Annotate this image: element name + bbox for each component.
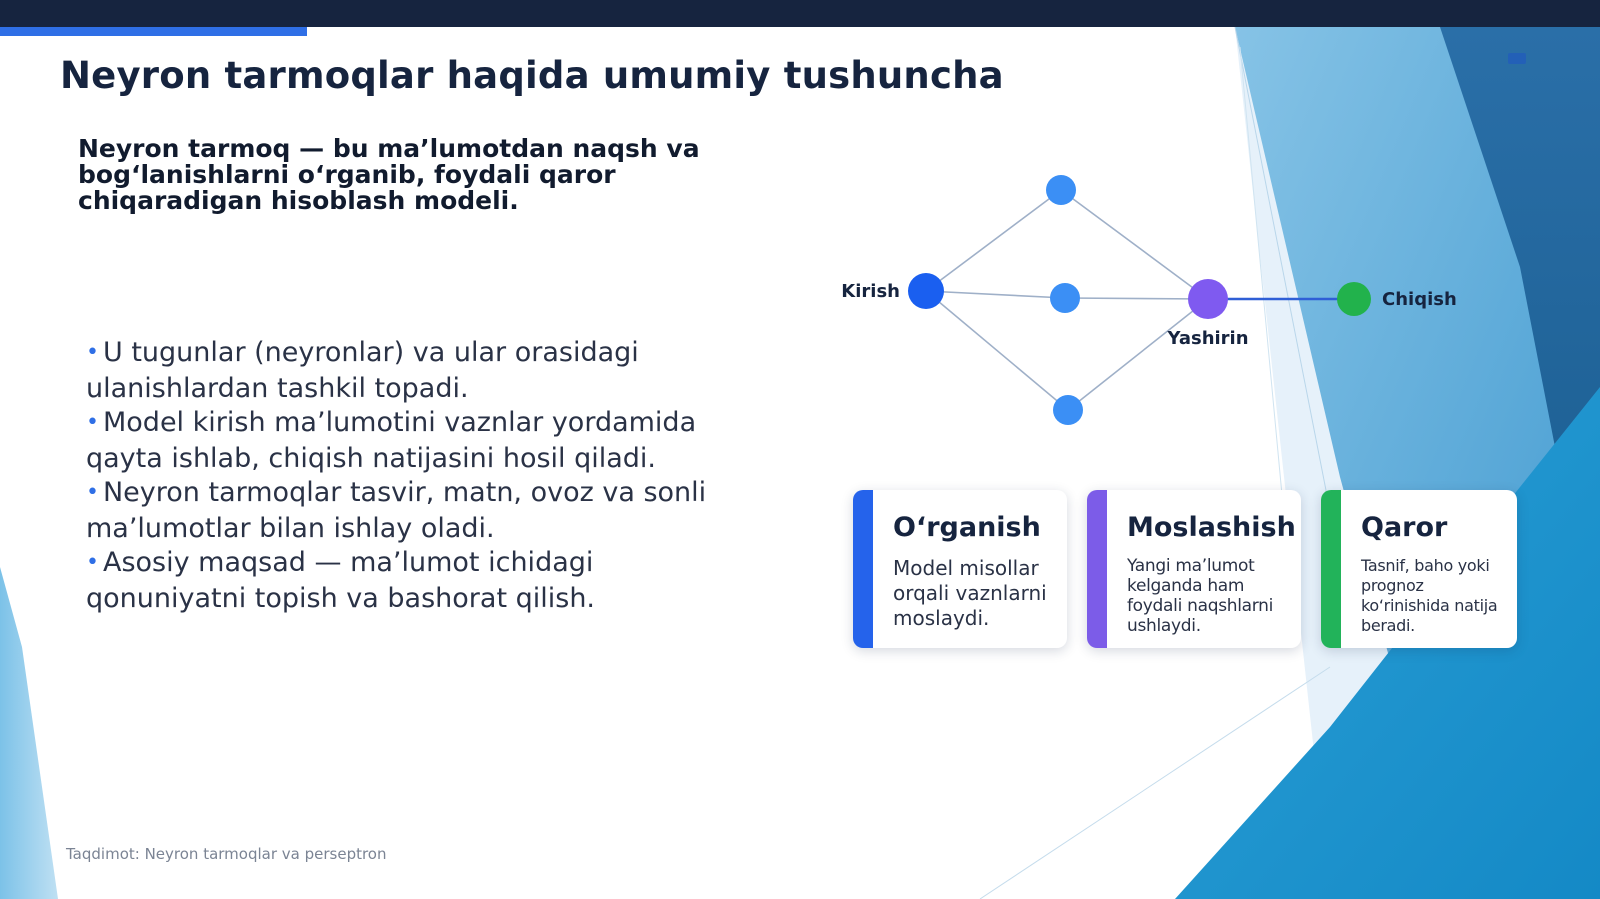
footer-caption: Taqdimot: Neyron tarmoqlar va perseptron: [66, 845, 387, 863]
edge: [925, 290, 1069, 411]
edge: [925, 189, 1062, 292]
background-decoration: [0, 27, 1600, 899]
hidden-node: [1050, 283, 1080, 313]
card-accent-bar: [1087, 490, 1107, 648]
bg-shape-blue: [1175, 387, 1600, 899]
bullet-list: •U tugunlar (neyronlar) va ular orasidag…: [86, 336, 746, 616]
card-learning: O‘rganish Model misollar orqali vaznlarn…: [853, 490, 1067, 648]
card-text: Model misollar orqali vaznlarni moslaydi…: [893, 556, 1047, 630]
bullet-item: •Asosiy maqsad — ma’lumot ichidagi qonun…: [86, 546, 746, 616]
bullet-dot-icon: •: [86, 410, 99, 435]
output-label: Chiqish: [1382, 289, 1457, 310]
input-label: Kirish: [841, 281, 900, 302]
card-adaptation: Moslashish Yangi ma’lumot kelganda ham f…: [1087, 490, 1301, 648]
input-node: [908, 273, 944, 309]
top-bar: [0, 0, 1600, 27]
bullet-text: Neyron tarmoqlar tasvir, matn, ovoz va s…: [86, 477, 707, 544]
hidden-main-node: [1188, 279, 1228, 319]
bullet-dot-icon: •: [86, 550, 99, 575]
hidden-label: Yashirin: [1166, 328, 1248, 349]
bullet-text: U tugunlar (neyronlar) va ular orasidagi…: [86, 337, 639, 404]
bullet-dot-icon: •: [86, 480, 99, 505]
edge: [1067, 298, 1209, 411]
card-accent-bar: [853, 490, 873, 648]
output-node: [1337, 282, 1371, 316]
card-title: O‘rganish: [893, 512, 1041, 543]
slide-number-mark: [1508, 53, 1526, 64]
edge: [1064, 297, 1209, 300]
card-text: Yangi ma’lumot kelganda ham foydali naqs…: [1127, 556, 1274, 636]
bullet-text: Model kirish ma’lumotini vaznlar yordami…: [86, 407, 697, 474]
hidden-node: [1053, 395, 1083, 425]
lead-definition: Neyron tarmoq — bu ma’lumotdan naqsh va …: [78, 134, 700, 215]
bg-line: [979, 666, 1331, 899]
edge: [925, 290, 1066, 299]
slide-title: Neyron tarmoqlar haqida umumiy tushuncha: [60, 54, 1004, 97]
edge: [1060, 189, 1209, 300]
card-decision: Qaror Tasnif, baho yoki prognoz ko‘rinis…: [1321, 490, 1517, 648]
diagram-edges: [925, 189, 1354, 411]
bg-shape-left: [0, 567, 58, 899]
network-diagram: Kirish Yashirin Chiqish: [841, 175, 1457, 425]
bullet-item: •Model kirish ma’lumotini vaznlar yordam…: [86, 406, 746, 476]
hidden-node: [1046, 175, 1076, 205]
card-accent-bar: [1321, 490, 1341, 648]
bullet-dot-icon: •: [86, 340, 99, 365]
progress-bar: [0, 27, 307, 36]
card-text: Tasnif, baho yoki prognoz ko‘rinishida n…: [1361, 556, 1498, 635]
card-title: Qaror: [1361, 512, 1448, 543]
bullet-item: •U tugunlar (neyronlar) va ular orasidag…: [86, 336, 746, 406]
card-title: Moslashish: [1127, 512, 1296, 543]
bg-line: [1239, 46, 1286, 528]
bullet-item: •Neyron tarmoqlar tasvir, matn, ovoz va …: [86, 476, 746, 546]
bullet-text: Asosiy maqsad — ma’lumot ichidagi qonuni…: [86, 547, 596, 614]
